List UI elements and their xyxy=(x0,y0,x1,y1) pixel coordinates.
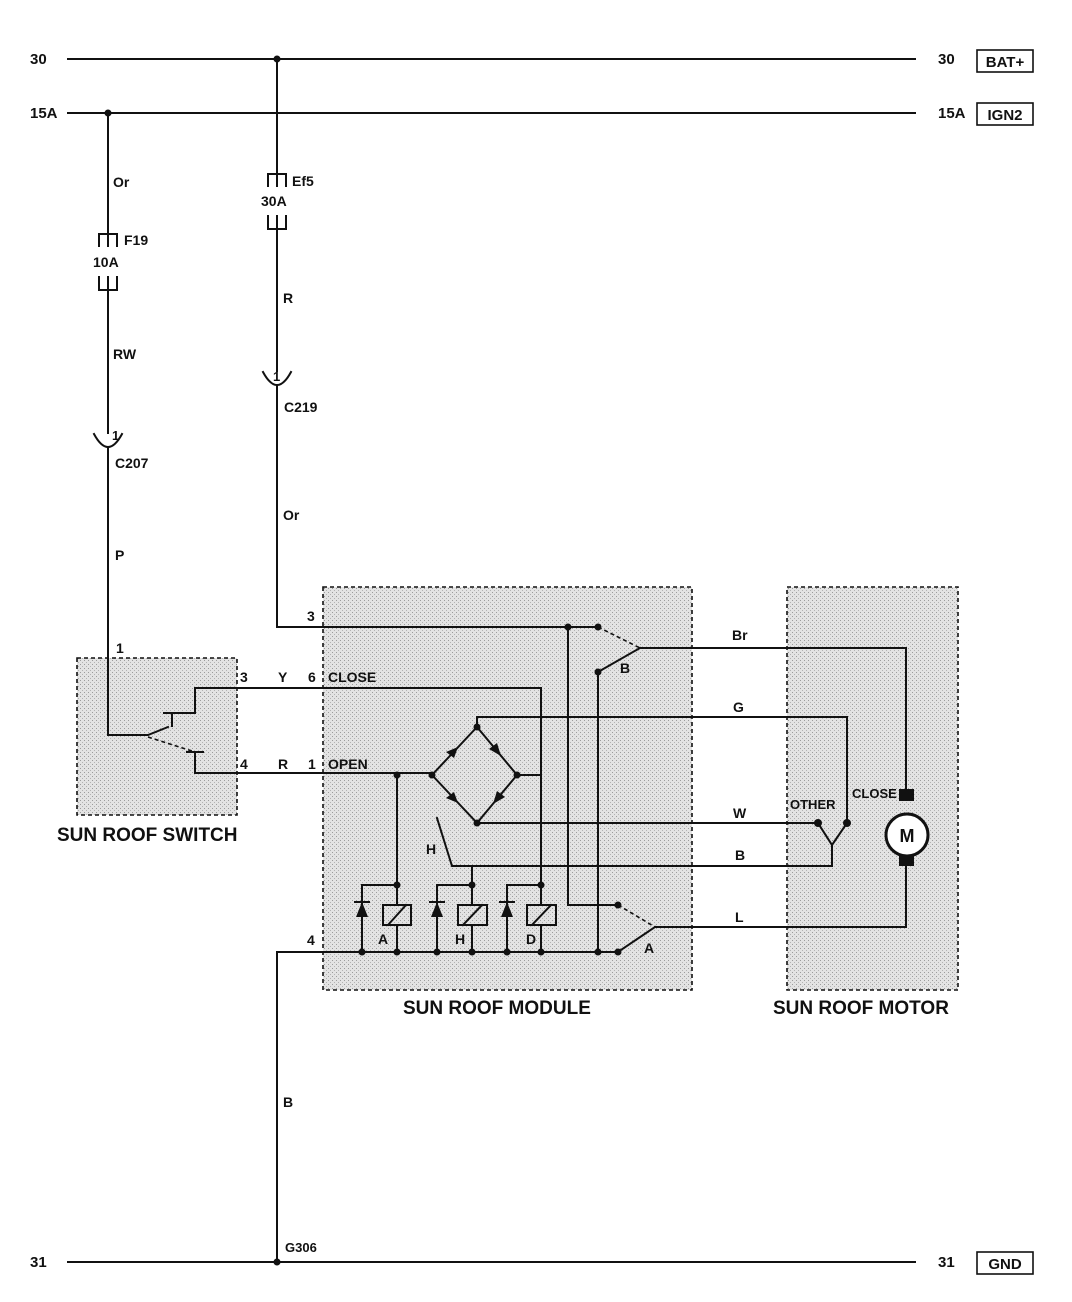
contact-b-label: B xyxy=(620,660,630,676)
wire-color-p: P xyxy=(115,547,124,563)
relay-a-diode-icon xyxy=(356,902,368,917)
sun-roof-motor-box xyxy=(786,586,959,991)
wire-color-br: Br xyxy=(732,627,748,643)
sun-roof-switch-box xyxy=(76,657,238,816)
open-contact xyxy=(186,751,204,774)
wire-color-r-ef5: R xyxy=(283,290,293,306)
ign-rail-tag: IGN2 xyxy=(987,107,1022,124)
bat-rail-right-label: 30 xyxy=(938,51,955,68)
switch-lever-dashed xyxy=(147,736,193,752)
ef5-fuse-symbol xyxy=(267,173,287,230)
switch-contacts xyxy=(163,687,542,906)
wire-color-or-ign: Or xyxy=(113,174,130,190)
bat-rail-left-label: 30 xyxy=(30,51,47,68)
motor-title: SUN ROOF MOTOR xyxy=(773,998,949,1019)
module-label-close: CLOSE xyxy=(328,669,376,685)
ign-rail-left-label: 15A xyxy=(30,105,58,122)
motor-terminal-other: OTHER xyxy=(790,797,836,812)
module-pin-close: 6 xyxy=(308,669,316,685)
ef5-fuse-rating: 30A xyxy=(261,193,287,209)
wire-color-w: W xyxy=(733,805,747,821)
switch-pin-open: 4 xyxy=(240,756,248,772)
bridge-diode-ur xyxy=(489,743,501,756)
junction-dots xyxy=(104,55,851,1266)
module-title: SUN ROOF MODULE xyxy=(403,998,591,1019)
contact-b-dashed xyxy=(597,626,641,649)
c207-name: C207 xyxy=(115,455,149,471)
b-wire xyxy=(435,816,833,867)
wire-color-g: G xyxy=(733,699,744,715)
switch-pin-close: 3 xyxy=(240,669,248,685)
l-wire xyxy=(654,865,907,928)
c219-name: C219 xyxy=(284,399,318,415)
motor-symbol: M xyxy=(900,826,915,846)
ef5-fuse-name: Ef5 xyxy=(292,173,314,189)
close-wire xyxy=(194,687,542,906)
gnd-rail-left-label: 31 xyxy=(30,1254,47,1271)
bat-tag-box xyxy=(976,49,1034,73)
bat-rail-tag: BAT+ xyxy=(986,54,1025,71)
contact-b-arm xyxy=(596,646,642,674)
f19-fuse-name: F19 xyxy=(124,232,148,248)
relay-h-label: H xyxy=(455,931,465,947)
module-pin-ground: 4 xyxy=(307,932,315,948)
motor-brush-top xyxy=(899,789,914,801)
relay-a-label: A xyxy=(378,931,388,947)
module-path-h: H xyxy=(426,841,436,857)
gnd-rail-tag: GND xyxy=(988,1256,1022,1273)
relay-d-label: D xyxy=(526,931,536,947)
motor-terminal-close: CLOSE xyxy=(852,786,897,801)
module-pin-battery: 3 xyxy=(307,608,315,624)
switch-title: SUN ROOF SWITCH xyxy=(57,825,238,846)
relay-h-diode-icon xyxy=(431,902,443,917)
c207-pin: 1 xyxy=(112,428,119,443)
ground-point-label: G306 xyxy=(285,1240,317,1255)
wire-color-y: Y xyxy=(278,669,288,685)
wire-color-rw: RW xyxy=(113,346,137,362)
ef5-branch xyxy=(261,58,599,628)
contact-a-dashed xyxy=(617,904,656,928)
gnd-tag-box xyxy=(976,1251,1034,1275)
limit-switch xyxy=(816,821,849,847)
switch-pin-feed: 1 xyxy=(116,640,124,656)
wire-color-r-open: R xyxy=(278,756,288,772)
wire-color-l: L xyxy=(735,909,744,925)
ign-rail-right-label: 15A xyxy=(938,105,966,122)
c219-pin: 1 xyxy=(273,369,280,384)
gnd-rail-right-label: 31 xyxy=(938,1254,955,1271)
f19-branch xyxy=(92,112,193,752)
relay-d-coil xyxy=(526,904,557,926)
br-wire xyxy=(639,647,907,790)
wire-color-b-ground: B xyxy=(283,1094,293,1110)
ign-tag-box xyxy=(976,102,1034,126)
module-label-open: OPEN xyxy=(328,756,368,772)
close-contact xyxy=(163,687,196,727)
g-wire xyxy=(476,716,848,824)
contact-a-label: A xyxy=(644,940,654,956)
contact-a-arm xyxy=(616,925,657,954)
relay-a-coil xyxy=(382,904,412,926)
wire-color-or-module: Or xyxy=(283,507,300,523)
module-pin-open: 1 xyxy=(308,756,316,772)
f19-fuse-rating: 10A xyxy=(93,254,119,270)
relay-d xyxy=(499,884,557,953)
f19-fuse-symbol xyxy=(98,233,118,291)
bridge-diode-ll xyxy=(446,792,458,803)
relay-h-coil xyxy=(457,904,488,926)
bridge-diode-ul xyxy=(446,747,458,758)
sun-roof-motor xyxy=(816,789,930,866)
relay-d-diode-icon xyxy=(501,902,513,917)
power-rails xyxy=(67,49,1034,1275)
motor-brush-bottom xyxy=(899,856,914,866)
bridge-diode-lr xyxy=(493,791,505,804)
relay-a xyxy=(354,774,412,953)
wire-color-b: B xyxy=(735,847,745,863)
